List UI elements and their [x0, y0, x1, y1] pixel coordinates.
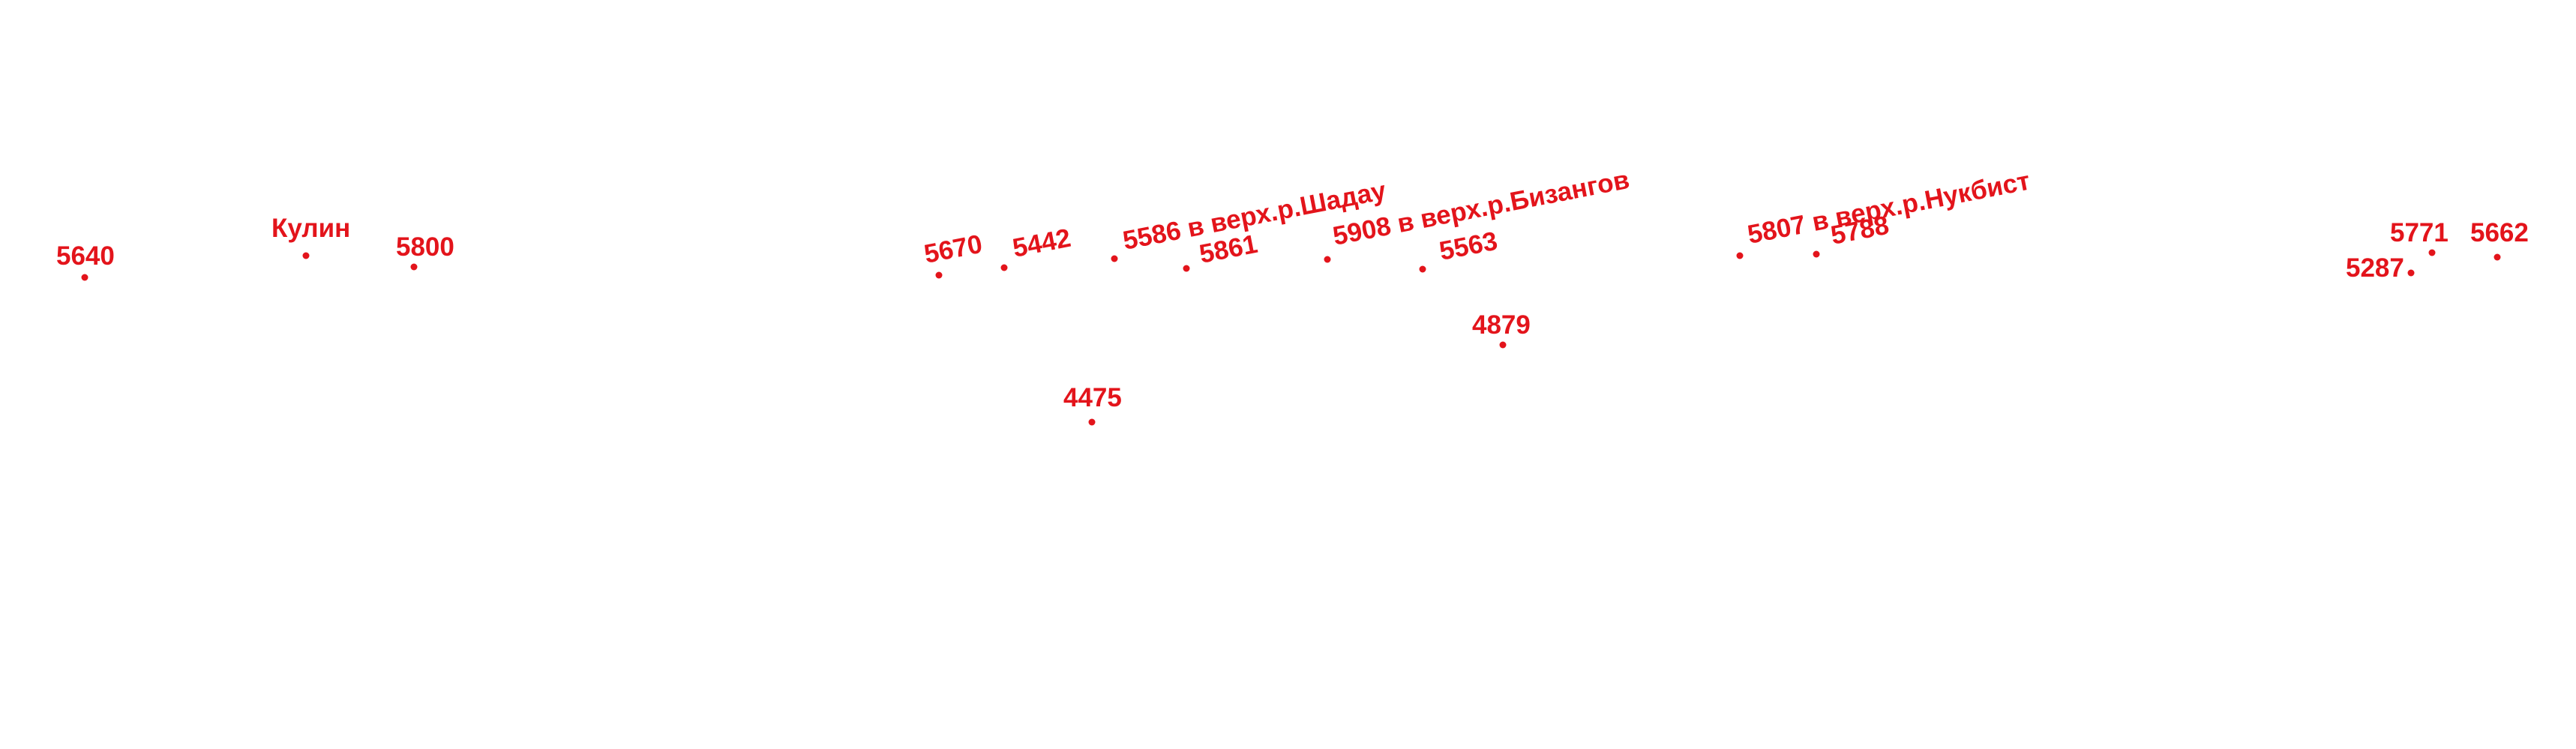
elevation-point-dot: [1000, 264, 1008, 271]
place-5771: 5771: [2390, 218, 2449, 256]
elevation-point-dot: [410, 263, 418, 271]
elevation-label: 5662: [2470, 218, 2529, 247]
elevation-label: 5563: [1437, 226, 1500, 266]
elevation-point-dot: [1499, 341, 1507, 349]
elevation-point-dot: [1183, 265, 1190, 272]
elevation-point-dot: [1324, 256, 1331, 263]
elevation-label: 5800: [396, 232, 454, 262]
elevation-label: 4475: [1063, 383, 1122, 412]
place-5563: 5563: [1419, 226, 1500, 273]
elevation-label: 5442: [1010, 223, 1073, 263]
place-5640: 5640: [56, 241, 115, 281]
elevation-label: 5640: [56, 241, 115, 271]
settlement-dot: [302, 252, 310, 259]
place-5442: 5442: [1000, 223, 1073, 271]
settlement-label: Кулин: [271, 214, 350, 243]
place-kulin: Кулин: [271, 214, 350, 259]
elevation-point-dot: [1088, 418, 1096, 426]
elevation-point-dot: [1736, 252, 1744, 259]
place-4475: 4475: [1063, 383, 1122, 426]
elevation-point-dot: [2494, 253, 2501, 261]
place-5670: 5670: [922, 229, 985, 279]
elevation-label: 4879: [1472, 310, 1531, 340]
elevation-point-dot: [2407, 269, 2415, 277]
elevation-point-dot: [81, 274, 88, 281]
place-5287: 5287: [2346, 253, 2415, 283]
elevation-point-dot: [935, 271, 943, 279]
elevation-point-dot: [1111, 255, 1118, 262]
elevation-point-dot: [1419, 265, 1426, 273]
elevation-label: 5771: [2390, 218, 2449, 247]
place-5662: 5662: [2470, 218, 2529, 261]
place-4879: 4879: [1472, 310, 1531, 349]
elevation-point-dot: [2428, 249, 2436, 256]
elevation-label: 5287: [2346, 253, 2404, 283]
elevation-point-dot: [1813, 250, 1820, 258]
place-5800: 5800: [396, 232, 454, 271]
elevation-label: 5670: [922, 229, 985, 269]
